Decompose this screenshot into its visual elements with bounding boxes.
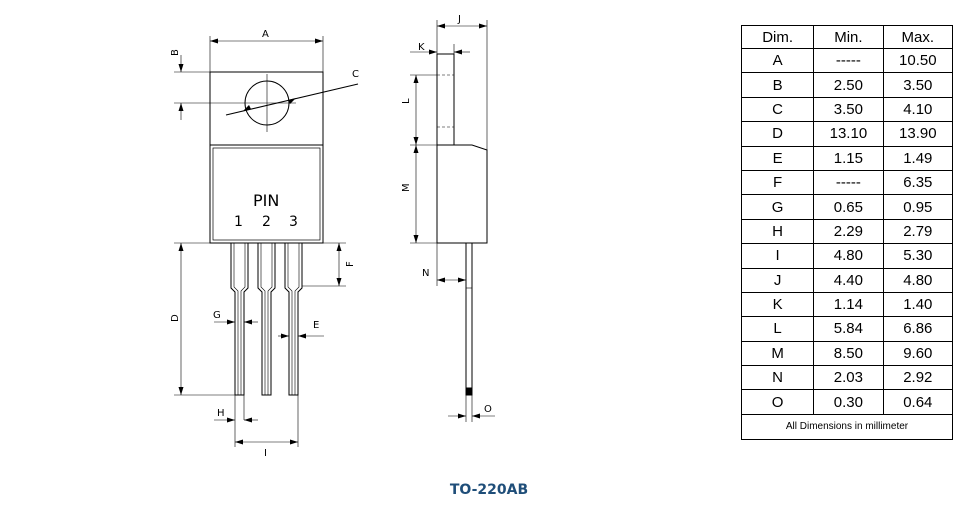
pin-title: PIN [253, 191, 279, 210]
dim-cell: I [740, 243, 815, 269]
drawing-labels: A B C D E F G H I J K L M N O PIN 1 2 3 [170, 14, 492, 459]
front-body [209, 144, 324, 244]
dim-label-b: B [170, 49, 181, 56]
max-cell: 10.50 [882, 47, 954, 74]
dim-cell: G [740, 194, 815, 220]
header-min: Min. [813, 25, 884, 49]
table-row: F-----6.35 [740, 169, 954, 196]
front-view [174, 36, 359, 447]
dim-cell: H [740, 218, 815, 245]
dim-label-o: O [484, 404, 492, 415]
min-cell: 4.40 [813, 267, 884, 293]
dim-label-k: K [418, 42, 425, 53]
side-lead [465, 242, 473, 396]
dim-cell: L [740, 316, 815, 342]
min-cell: 0.65 [813, 194, 884, 220]
dim-label-m: M [401, 183, 412, 192]
min-cell: ----- [813, 47, 884, 74]
min-cell: 1.14 [813, 291, 884, 318]
max-cell: 0.95 [882, 194, 954, 220]
pin-number-3: 3 [289, 214, 298, 230]
side-tab [436, 53, 455, 146]
max-cell: 6.35 [882, 169, 954, 196]
front-tab [209, 71, 324, 146]
max-cell: 9.60 [882, 340, 954, 367]
dim-cell: K [740, 291, 815, 318]
pin-number-1: 1 [234, 214, 243, 230]
min-cell: 8.50 [813, 340, 884, 367]
dim-cell: C [740, 96, 815, 123]
dim-label-n: N [422, 268, 429, 279]
min-cell: 5.84 [813, 316, 884, 342]
dim-cell: A [740, 47, 815, 74]
dim-label-d: D [170, 314, 181, 322]
min-cell: 3.50 [813, 96, 884, 123]
dim-label-e: E [313, 320, 319, 331]
dim-cell: J [740, 267, 815, 293]
front-leads [230, 243, 303, 396]
min-cell: 4.80 [813, 243, 884, 269]
dim-label-i: I [264, 448, 267, 459]
side-body [436, 144, 488, 244]
dim-label-f: F [345, 261, 356, 267]
min-cell: 2.03 [813, 365, 884, 391]
dim-cell: B [740, 72, 815, 98]
min-cell: 13.10 [813, 121, 884, 147]
max-cell: 4.10 [882, 96, 954, 123]
min-cell: 0.30 [813, 389, 884, 415]
dim-label-j: J [457, 14, 461, 25]
pin-number-2: 2 [262, 214, 271, 230]
min-cell: 2.29 [813, 218, 884, 245]
side-view [410, 20, 495, 422]
dim-label-h: H [217, 408, 225, 419]
min-cell: 2.50 [813, 72, 884, 98]
dim-cell: M [740, 340, 815, 367]
dim-label-c: C [352, 69, 359, 80]
dim-cell: O [740, 389, 815, 415]
max-cell: 5.30 [882, 243, 954, 269]
min-cell: ----- [813, 169, 884, 196]
dim-cell: F [740, 169, 815, 196]
dim-cell: D [740, 121, 815, 147]
max-cell: 4.80 [882, 267, 954, 293]
max-cell: 13.90 [882, 121, 954, 147]
dim-cell: N [740, 365, 815, 391]
table-row: A-----10.50 [740, 47, 954, 74]
max-cell: 2.79 [882, 218, 954, 245]
max-cell: 1.49 [882, 145, 954, 171]
dim-cell: E [740, 145, 815, 171]
dim-label-a: A [262, 29, 269, 40]
table-header-row: Dim. Min. Max. [740, 25, 954, 49]
package-title: TO-220AB [449, 482, 529, 498]
max-cell: 0.64 [882, 389, 954, 415]
min-cell: 1.15 [813, 145, 884, 171]
max-cell: 2.92 [882, 365, 954, 391]
max-cell: 6.86 [882, 316, 954, 342]
units-note: All Dimensions in millimeter [741, 413, 953, 440]
header-max: Max. [882, 25, 954, 49]
header-dim: Dim. [740, 25, 815, 49]
dim-label-l: L [401, 98, 412, 104]
max-cell: 1.40 [882, 291, 954, 318]
dim-label-g: G [213, 310, 221, 321]
table-footer-row: All Dimensions in millimeter [741, 413, 953, 440]
max-cell: 3.50 [882, 72, 954, 98]
